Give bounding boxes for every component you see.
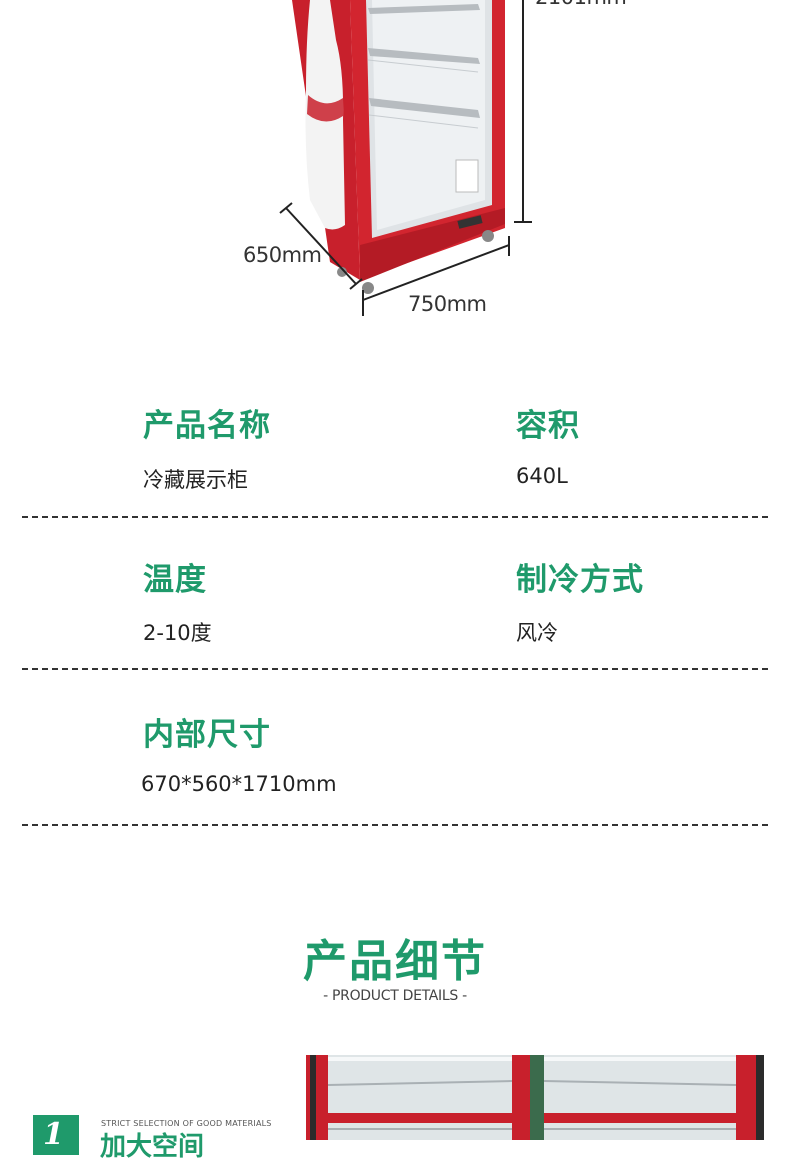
spec-value-cooling-method: 风冷 [516, 621, 558, 645]
fridge-product-illustration [279, 0, 532, 316]
detail-number-badge: 1 [33, 1115, 79, 1155]
depth-dimension-label: 650mm [243, 243, 322, 267]
caster [482, 230, 494, 242]
detail-chinese-title: 加大空间 [100, 1132, 205, 1162]
product-details-subtitle: - PRODUCT DETAILS - [323, 988, 467, 1004]
spec-title-internal-size: 内部尺寸 [143, 717, 271, 753]
door-frame-middle [512, 1055, 530, 1140]
detail-english-caption: STRICT SELECTION OF GOOD MATERIALS [101, 1119, 272, 1128]
spec-value-temperature: 2-10度 [143, 621, 212, 645]
divider [22, 668, 768, 670]
fridge-base [360, 208, 505, 282]
control-panel [457, 215, 483, 229]
depth-dimension-line [285, 207, 357, 285]
spec-title-volume: 容积 [516, 408, 580, 444]
spec-title-temperature: 温度 [143, 562, 207, 598]
width-dimension-label: 750mm [408, 292, 487, 316]
caster [362, 282, 374, 294]
spec-title-product-name: 产品名称 [143, 408, 271, 444]
spec-value-volume: 640L [516, 464, 568, 488]
spec-value-product-name: 冷藏展示柜 [143, 468, 248, 492]
shelf [368, 48, 480, 64]
shelf [368, 4, 480, 14]
shelf-label-strip [544, 1113, 736, 1123]
shelf-label-strip [328, 1113, 512, 1123]
fridge-interior-photo [306, 1055, 764, 1140]
shelf [369, 98, 480, 118]
spec-value-internal-size: 670*560*1710mm [141, 772, 337, 796]
divider [22, 824, 768, 826]
door-frame-left [306, 1055, 328, 1140]
height-dimension-label: 2101mm [535, 0, 627, 9]
spec-title-cooling-method: 制冷方式 [516, 562, 644, 598]
product-details-title: 产品细节 [303, 936, 487, 987]
width-dimension-line [362, 244, 510, 301]
divider [22, 516, 768, 518]
